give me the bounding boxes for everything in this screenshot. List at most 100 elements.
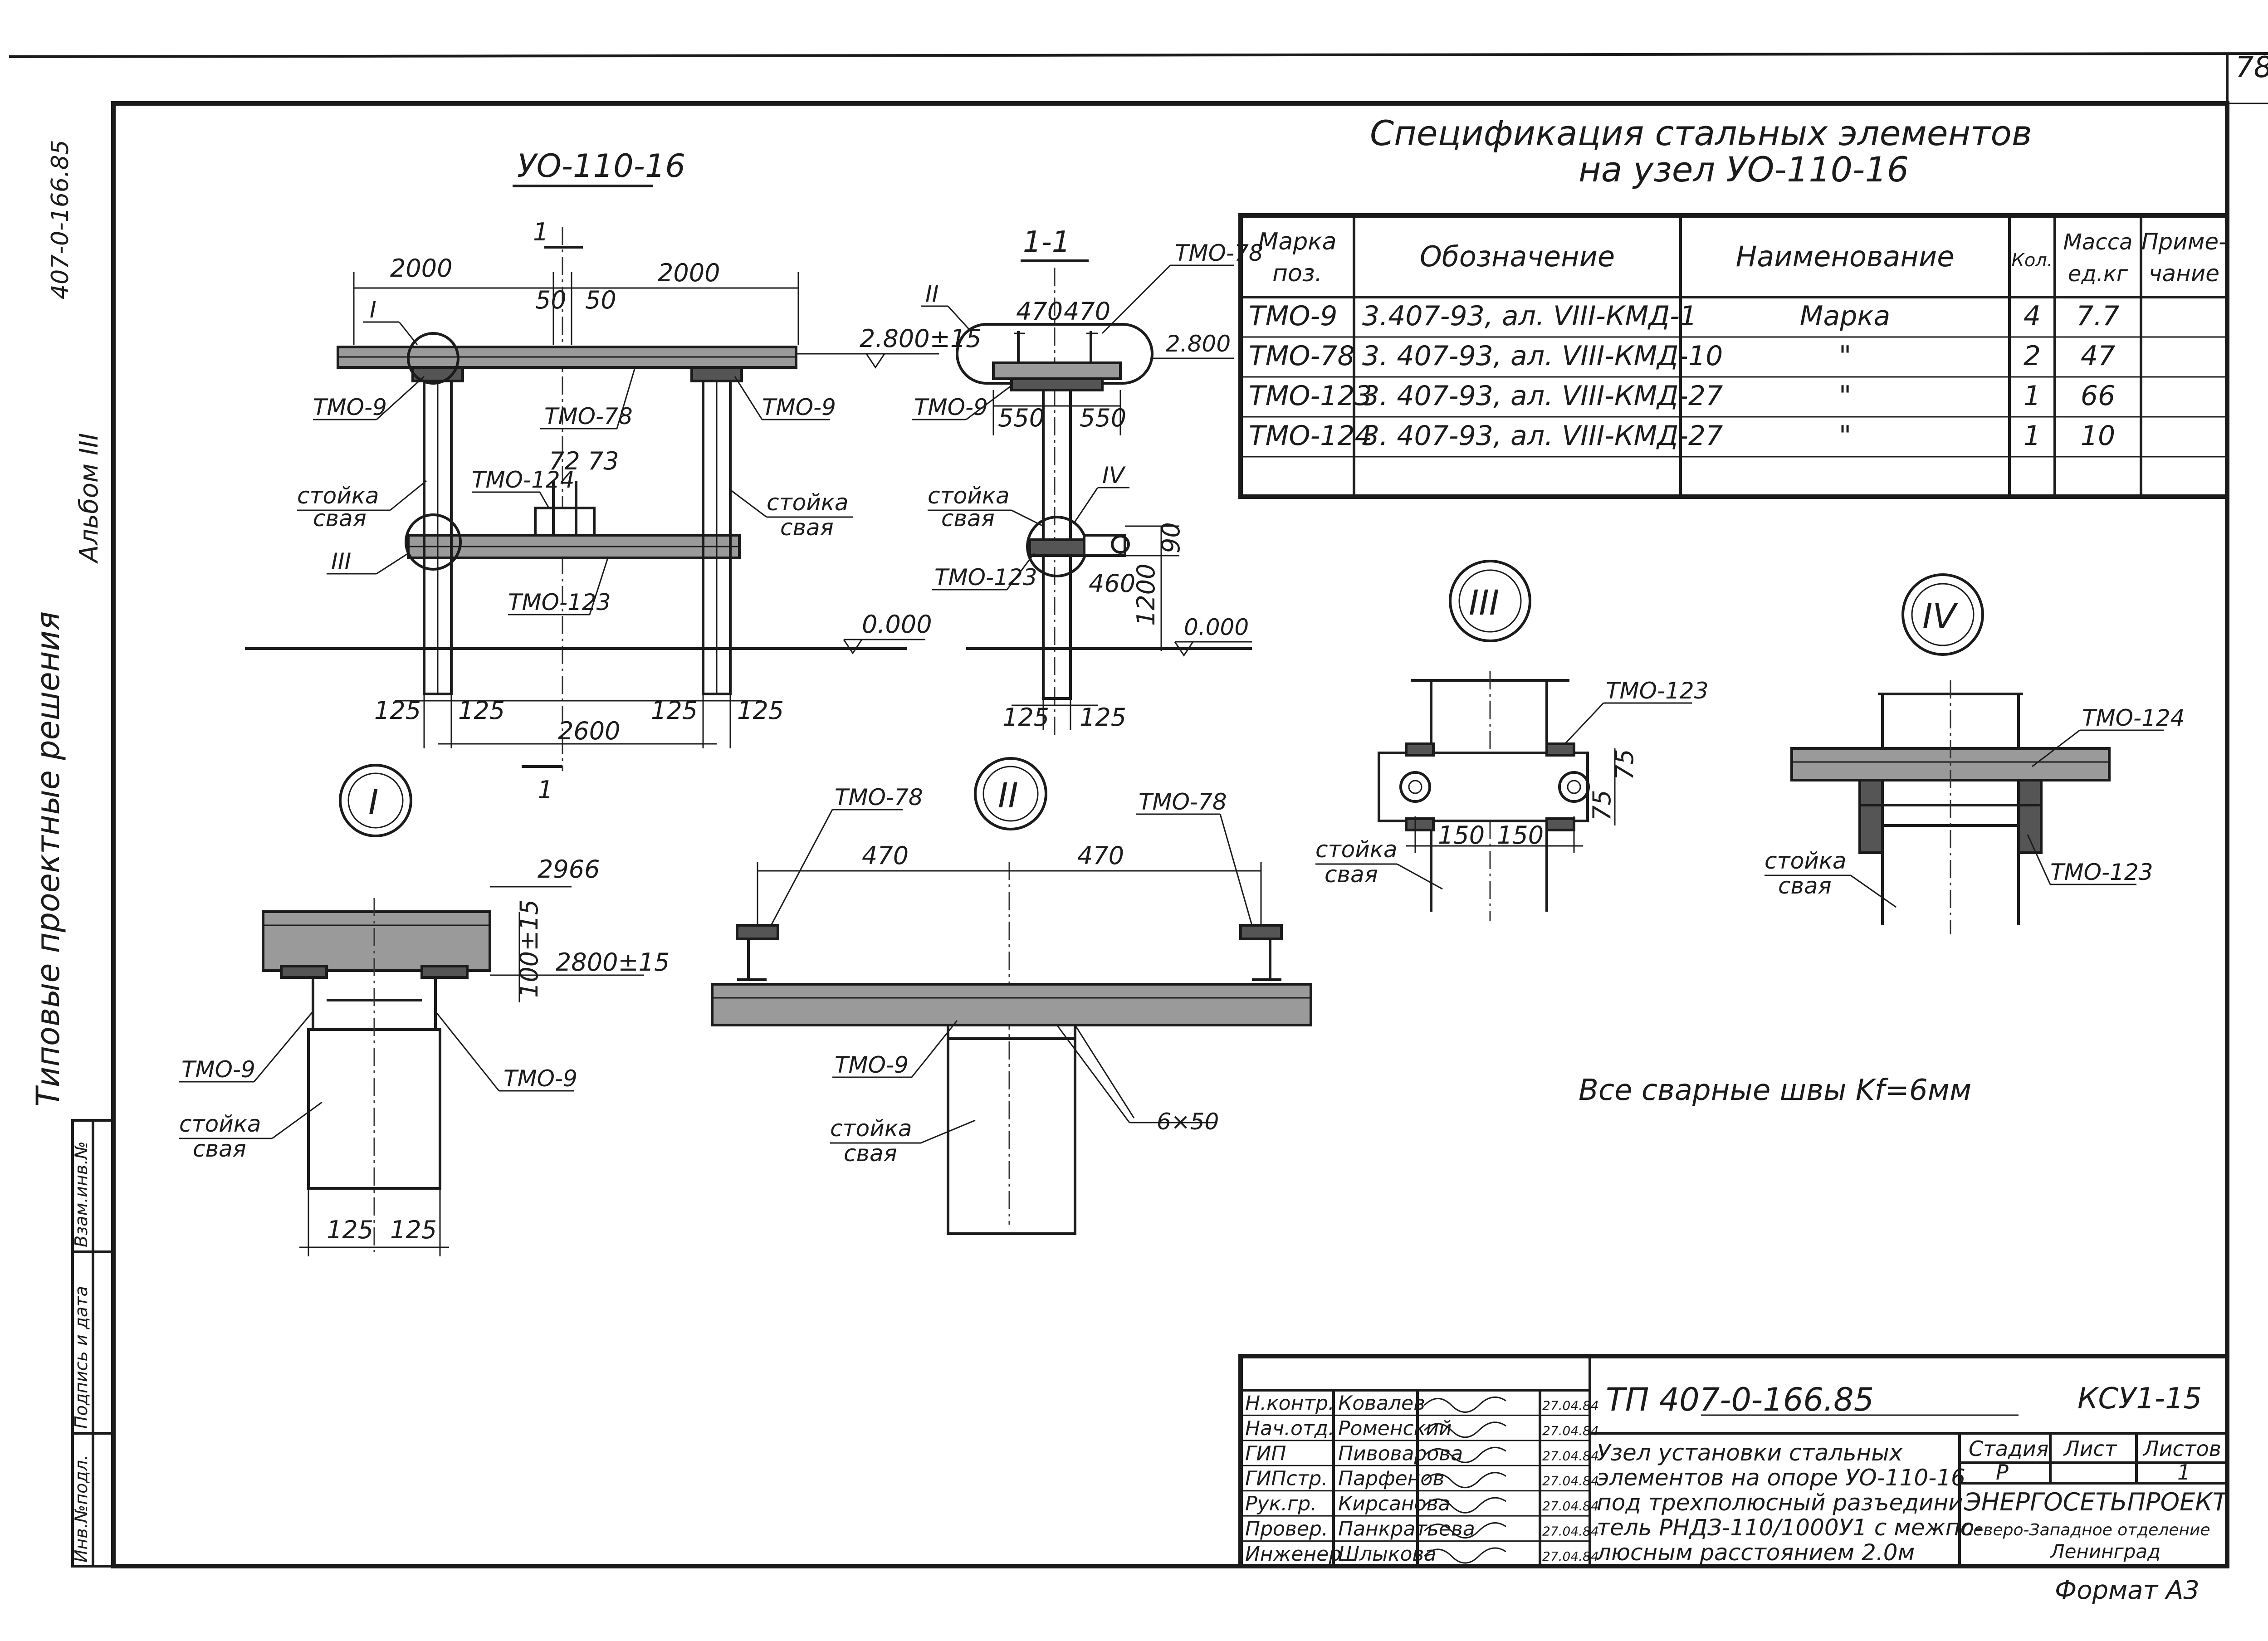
det-i-tmo9-r: ТМО-9 — [503, 1065, 577, 1092]
title-stage-header: Стадия — [1969, 1436, 2048, 1461]
main-node-i: I — [370, 297, 376, 323]
det-iii-stoika: стойка — [1315, 836, 1398, 863]
title-sheets: 1 — [2177, 1460, 2190, 1485]
spec-cell: 1 — [2024, 420, 2041, 452]
main-stoika-r: стойка — [767, 489, 849, 516]
spec-header-cell: Обозначение — [1420, 240, 1615, 273]
title-date: 27.04.84 — [1542, 1499, 1599, 1514]
title-role: ГИПстр. — [1245, 1467, 1328, 1490]
main-svaya-l: свая — [313, 505, 367, 532]
sec-dim-bot-l: 125 — [1002, 703, 1049, 732]
title-role: Нач.отд. — [1245, 1417, 1334, 1440]
det-ii-tmo78-l: ТМО-78 — [835, 784, 923, 811]
det-iv-stoika: стойка — [1765, 848, 1847, 874]
title-role: Провер. — [1245, 1518, 1328, 1541]
title-date: 27.04.84 — [1542, 1474, 1599, 1489]
margin-text: Типовые проектные решения Альбом III 407… — [29, 140, 104, 1107]
title-org-name: ЭНЕРГОСЕТЬПРОЕКТ — [1964, 1488, 2229, 1516]
spec-cell: 10 — [2081, 420, 2115, 452]
spec-cell: ТМО-78 — [1249, 340, 1355, 372]
spec-header-cell: Кол. — [2011, 250, 2053, 271]
title-name: Шлыкова — [1338, 1543, 1436, 1566]
det-i-tmo9-l: ТМО-9 — [181, 1056, 255, 1083]
det-ii-tmo78-r: ТМО-78 — [1139, 789, 1227, 815]
sheet-frame: 78 — [9, 51, 2268, 1568]
spec-cell: 2 — [2024, 340, 2041, 372]
title-name: Пивоварова — [1338, 1442, 1463, 1465]
spec-title-1: Спецификация стальных элементов — [1370, 113, 2032, 153]
spec-cell: 7.7 — [2076, 300, 2119, 332]
main-tmo78: ТМО-78 — [544, 403, 633, 430]
main-bolt-dims: 72 73 — [549, 447, 619, 475]
det-i-dim-v: 100±15 — [515, 899, 543, 998]
main-node-iii: III — [331, 548, 351, 575]
title-sheet-header: Лист — [2063, 1436, 2117, 1461]
stamp-inv-podl: Инв.№подл. — [71, 1455, 91, 1563]
spec-header-cell: Масса — [2063, 230, 2132, 255]
detail-iv: IV ТМО-124 ТМО-123 стойка свая — [1765, 573, 2185, 934]
spec-header-cell: ед.кг — [2068, 261, 2128, 287]
det-ii-weld: 6×50 — [1157, 1109, 1219, 1135]
dim-pile-r2: 125 — [737, 696, 784, 725]
title-doc-code: ТП 407-0-166.85 — [1606, 1381, 1874, 1418]
spec-header-cell: чание — [2149, 260, 2219, 287]
det-iii-dim-l: 150 — [1438, 821, 1485, 850]
title-role: Рук.гр. — [1245, 1492, 1317, 1515]
det-iii-dim-r: 150 — [1497, 821, 1544, 850]
spec-cell: 3. 407-93, ал. VIII-КМД-27 — [1362, 380, 1723, 412]
sec-tmo78: ТМО-78 — [1175, 240, 1263, 266]
spec-cell: 66 — [2081, 380, 2115, 412]
det-ii-dim-r: 470 — [1077, 841, 1124, 870]
main-view-title: УО-110-16 — [517, 147, 685, 185]
det-ii-stoika: стойка — [830, 1115, 912, 1142]
title-signature — [1423, 1472, 1506, 1489]
title-name: Кирсанова — [1338, 1492, 1451, 1515]
main-tmo9-left: ТМО-9 — [313, 394, 387, 420]
main-stoika-l: стойка — [297, 483, 379, 509]
title-name: Парфенов — [1338, 1467, 1444, 1490]
title-signature — [1423, 1397, 1506, 1413]
spec-header-cell: Марка — [1258, 228, 1336, 255]
spec-header-cell: Приме- — [2141, 229, 2227, 255]
spec-cell: 47 — [2081, 340, 2115, 372]
sec-node-ii: II — [925, 281, 939, 307]
spec-cell: Марка — [1800, 300, 1891, 332]
title-stage: Р — [1996, 1460, 2009, 1485]
spec-header-cell: Наименование — [1736, 240, 1955, 273]
det-i-dim-l: 125 — [327, 1216, 373, 1244]
sec-dim-mid-l: 550 — [998, 404, 1045, 432]
sec-svaya: свая — [941, 505, 995, 532]
det-ii-tmo9: ТМО-9 — [835, 1052, 909, 1078]
det-i-svaya: свая — [193, 1136, 246, 1162]
section-view: 1-1 470 470 550 550 90 460 120 — [912, 225, 1263, 735]
main-level-top: 2.800±15 — [860, 324, 982, 353]
det-iii-v1: 75 — [1610, 749, 1639, 780]
title-date: 27.04.84 — [1542, 1524, 1599, 1539]
title-signature — [1423, 1421, 1506, 1438]
spec-cell: 3.407-93, ал. VIII-КМД-1 — [1362, 300, 1697, 332]
margin-album: Альбом III — [74, 433, 104, 564]
spec-cell: ТМО-9 — [1249, 300, 1337, 332]
dim-gap-r: 50 — [585, 286, 616, 314]
section-view-title: 1-1 — [1023, 225, 1070, 259]
title-name: Панкратьева — [1338, 1518, 1475, 1541]
title-signature — [1423, 1547, 1506, 1564]
spec-header-cell: поз. — [1272, 260, 1322, 287]
sec-dim-460: 460 — [1089, 569, 1135, 598]
main-tmo123: ТМО-123 — [508, 589, 611, 615]
margin-series: Типовые проектные решения — [29, 611, 67, 1107]
title-org-city: Ленинград — [2049, 1540, 2160, 1563]
stamp-podpis-data: Подпись и дата — [71, 1286, 91, 1429]
title-name: Ковалев — [1338, 1392, 1425, 1415]
sec-level-top: 2.800 — [1166, 331, 1231, 357]
spec-table: Спецификация стальных элементов на узел … — [1238, 113, 2229, 499]
title-desc-1: элементов на опоре УО-110-16 — [1597, 1465, 1965, 1491]
sec-tmo123: ТМО-123 — [934, 564, 1037, 591]
weld-note: Все сварные швы Kf=6мм — [1579, 1074, 1971, 1107]
title-date: 27.04.84 — [1542, 1549, 1599, 1564]
title-signature — [1423, 1497, 1506, 1514]
sec-level-zero: 0.000 — [1184, 614, 1249, 640]
title-desc-3: тель РНДЗ-110/1000У1 с межпо- — [1597, 1514, 1982, 1541]
det-iii-svaya: свая — [1325, 861, 1378, 888]
